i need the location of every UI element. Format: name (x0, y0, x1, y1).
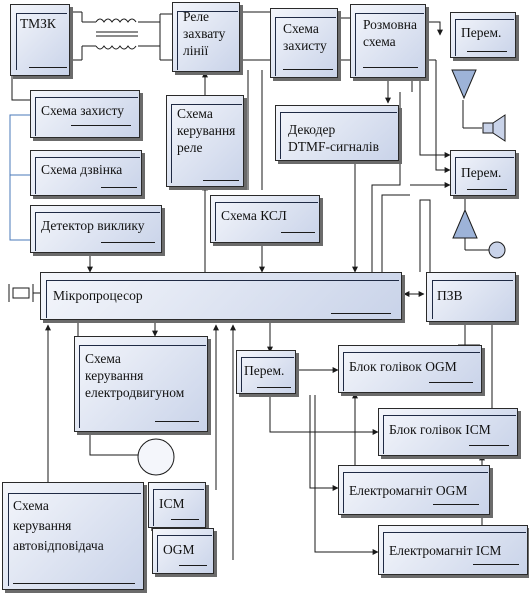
block-protection-top: Схема захисту (270, 8, 338, 78)
microphone-icon (488, 241, 506, 259)
icm-magnet-label: Електромагніт ICM (389, 543, 502, 558)
crystal-icon (8, 284, 40, 302)
block-ring-circuit: Схема дзвінка (30, 150, 142, 196)
transformer-icon (81, 12, 160, 60)
block-answering-machine-control: Схема керування автовідповідача (2, 482, 144, 590)
ksl-circuit-label: Схема КСЛ (221, 208, 287, 223)
switch-top-label: Перем. (461, 25, 502, 40)
protection-top-label: Схема захисту (283, 21, 327, 53)
ogm-magnet-label: Електромагніт OGM (349, 483, 468, 498)
conversation-circuit-label: Розмовна схема (363, 17, 417, 49)
block-icm: ICM (148, 482, 206, 528)
block-pzv: ПЗВ (426, 272, 516, 322)
block-ogm: OGM (152, 528, 214, 574)
block-switch-mid: Перем. (450, 150, 516, 196)
block-ksl-circuit: Схема КСЛ (210, 195, 320, 243)
block-relay-control: Схема керування реле (166, 95, 244, 187)
block-icm-magnet: Електромагніт ICM (378, 525, 528, 575)
block-line-relay: Реле захвату лінії (172, 2, 240, 72)
ogm-label: OGM (163, 542, 195, 557)
protection-left-label: Схема захисту (41, 103, 124, 118)
block-microprocessor: Мікропроцесор (40, 272, 402, 320)
answering-machine-control-label: Схема керування автовідповідача (13, 498, 104, 553)
block-motor-control: Схема керування електродвигуном (74, 336, 208, 432)
amplifier-icon (452, 208, 478, 239)
block-switch-lower: Перем. (236, 350, 296, 394)
ogm-heads-label: Блок голівок OGM (349, 359, 457, 374)
pzv-label: ПЗВ (437, 288, 463, 303)
block-conversation-circuit: Розмовна схема (350, 4, 426, 78)
speaker-icon (482, 114, 506, 142)
block-call-detector: Детектор виклику (30, 205, 162, 253)
relay-control-label: Схема керування реле (177, 106, 236, 155)
switch-mid-label: Перем. (461, 165, 502, 180)
block-tmzk: ТМЗК (10, 4, 70, 76)
block-protection-left: Схема захисту (30, 90, 140, 138)
block-switch-top: Перем. (450, 12, 516, 58)
tmzk-label: ТМЗК (20, 16, 56, 31)
block-ogm-heads: Блок голівок OGM (338, 345, 482, 393)
switch-lower-label: Перем. (244, 363, 285, 378)
icm-heads-label: Блок голівок ICM (389, 422, 491, 437)
block-ogm-magnet: Електромагніт OGM (338, 465, 490, 515)
amplifier-icon (451, 69, 477, 100)
line-relay-label: Реле захвату лінії (183, 9, 226, 58)
ring-circuit-label: Схема дзвінка (41, 162, 123, 177)
icm-label: ICM (159, 496, 185, 511)
block-dtmf-decoder: Декодер DTMF-сигналів (275, 105, 399, 161)
dtmf-decoder-label: Декодер DTMF-сигналів (288, 122, 379, 154)
call-detector-label: Детектор виклику (41, 218, 145, 233)
motor-icon (137, 438, 175, 476)
microprocessor-label: Мікропроцесор (53, 288, 143, 303)
motor-control-label: Схема керування електродвигуном (85, 351, 185, 400)
block-icm-heads: Блок голівок ICM (378, 408, 518, 456)
